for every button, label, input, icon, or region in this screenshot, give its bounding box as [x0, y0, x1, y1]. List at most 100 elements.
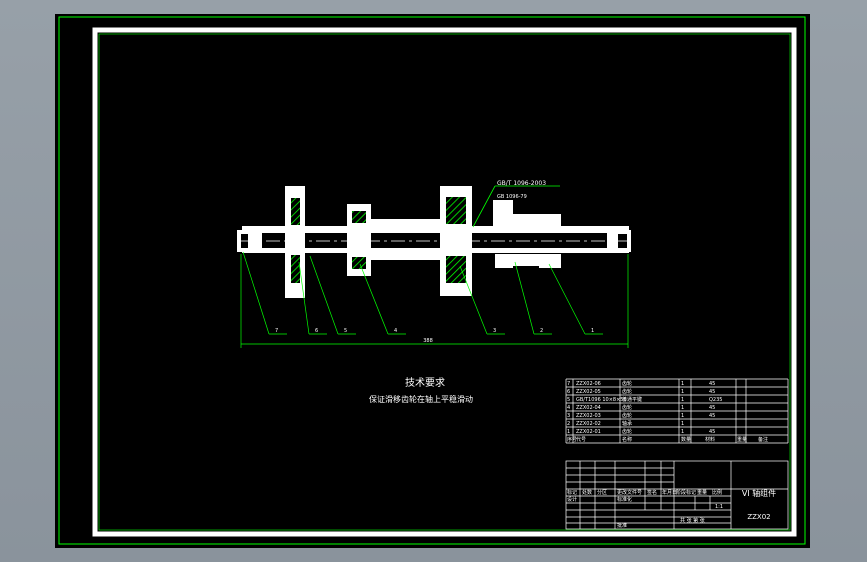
table-header-code: 代号	[576, 436, 586, 443]
table-cell-qty: 1	[681, 389, 684, 395]
table-cell-name: 齿轮	[622, 428, 632, 435]
table-cell-code: GB/T1096 10×8×56	[576, 397, 627, 403]
outer-border	[58, 16, 806, 545]
key-leader	[472, 185, 496, 228]
table-header-qty: 数量	[681, 436, 691, 443]
collar-right	[539, 214, 561, 226]
callout-label: 1	[591, 328, 594, 334]
table-cell-material: 45	[709, 381, 715, 387]
callout-label: 3	[493, 328, 496, 334]
tb-scale: 比例	[712, 489, 722, 496]
tb-sign: 签名	[647, 489, 657, 496]
table-cell-code: ZZX02-04	[576, 405, 601, 411]
table-cell-qty: 1	[681, 405, 684, 411]
table-cell-name: 齿轮	[622, 404, 632, 411]
callout-leader	[309, 255, 339, 335]
callout-label: 5	[344, 328, 347, 334]
table-cell-no: 1	[567, 429, 570, 435]
table-cell-material: 45	[709, 413, 715, 419]
tb-scale-value: 1:1	[715, 504, 723, 510]
collar-right-low	[539, 254, 561, 268]
gear-large-hatch-top	[446, 197, 466, 224]
inner-frame-line	[98, 33, 791, 531]
callout-label: 4	[394, 328, 397, 334]
table-cell-no: 6	[567, 389, 570, 395]
drawing-canvas: GB/T 1096-2003 GB 1096-79 7 6 5 4 3 2 1 388 技术…	[55, 14, 810, 548]
table-cell-no: 2	[567, 421, 570, 427]
tech-title: 技术要求	[405, 376, 445, 389]
table-cell-no: 3	[567, 413, 570, 419]
gear-large-hatch-bot	[446, 256, 466, 283]
table-cell-qty: 1	[681, 381, 684, 387]
tb-count: 处数	[582, 489, 592, 496]
table-cell-material: 45	[709, 405, 715, 411]
table-cell-name: 齿轮	[622, 388, 632, 395]
table-cell-qty: 1	[681, 421, 684, 427]
gear-left-hatch-bot	[291, 255, 300, 283]
table-cell-qty: 1	[681, 429, 684, 435]
bearing-inner-low	[513, 254, 539, 266]
callout-label: 7	[275, 328, 278, 334]
tb-sheets: 共 张 第 张	[680, 517, 705, 524]
dimension-label: 388	[423, 338, 433, 344]
table-cell-code: ZZX02-03	[576, 413, 601, 419]
table-cell-no: 7	[567, 381, 570, 387]
callout-leader	[548, 263, 586, 335]
tb-zone: 分区	[597, 489, 607, 496]
parts-table: 7 ZZX02-06 齿轮 1 45 6 ZZX02-05 齿轮 1 45 5 GB/T1096 10…	[565, 378, 789, 444]
table-cell-name: 普通平键	[622, 396, 642, 403]
table-cell-qty: 1	[681, 413, 684, 419]
table-cell-code: ZZX02-05	[576, 389, 601, 395]
top-annotation-2: GB 1096-79	[497, 194, 527, 200]
shaft-step-1	[371, 219, 443, 227]
table-header-name: 名称	[622, 436, 632, 443]
gear-small-hatch-bot	[352, 257, 366, 269]
table-cell-material: Q235	[709, 397, 722, 403]
gear-small-hatch-top	[352, 211, 366, 223]
table-header-remark: 备注	[758, 436, 768, 443]
table-cell-name: 齿轮	[622, 412, 632, 419]
top-annotation: GB/T 1096-2003	[497, 180, 546, 187]
tb-change: 更改文件号	[617, 489, 642, 496]
shaft-step-2	[371, 252, 443, 260]
table-cell-material: 45	[709, 389, 715, 395]
tb-approve: 批准	[617, 522, 627, 529]
callout-group: 7 6 5 4 3 2 1	[242, 251, 603, 335]
tb-designer: 设计	[567, 496, 577, 503]
table-header-no: 序号	[567, 436, 577, 443]
table-cell-code: ZZX02-06	[576, 381, 601, 387]
table-cell-name: 轴承	[622, 420, 632, 427]
callout-label: 2	[540, 328, 543, 334]
shaft-core	[262, 233, 607, 248]
cad-drawing: GB/T 1096-2003 GB 1096-79 7 6 5 4 3 2 1 388 技术…	[58, 16, 806, 545]
callout-leader	[459, 265, 488, 335]
table-cell-code: ZZX02-02	[576, 421, 601, 427]
tb-mark: 标记	[567, 489, 577, 496]
drawing-name: VI 轴组件	[742, 488, 776, 498]
table-cell-no: 4	[567, 405, 570, 411]
bearing-inner	[513, 214, 539, 226]
table-cell-material: 45	[709, 429, 715, 435]
table-cell-code: ZZX02-01	[576, 429, 601, 435]
tb-standard: 标准化	[617, 496, 632, 503]
tb-stage: 阶段标记	[676, 489, 696, 496]
title-block	[565, 460, 789, 530]
drawing-number: ZZX02	[747, 513, 770, 521]
tech-line1: 保证滑移齿轮在轴上平稳滑动	[369, 394, 473, 404]
title-block-text: 标记 处数 分区 更改文件号 签名 年月日 设计 标准化 阶段标记 重量 比例 …	[567, 488, 776, 529]
callout-leader	[359, 263, 389, 335]
bearing-block	[493, 200, 513, 226]
callout-label: 6	[315, 328, 318, 334]
callout-leader	[298, 261, 310, 335]
bearing-block-low	[495, 254, 513, 268]
callout-leader	[514, 261, 535, 335]
table-header-mass: 重量	[737, 436, 747, 443]
tb-date: 年月日	[662, 489, 677, 496]
table-cell-qty: 1	[681, 397, 684, 403]
tb-weight: 重量	[697, 489, 707, 496]
table-header-material: 材料	[705, 436, 715, 443]
table-cell-no: 5	[567, 397, 570, 403]
gear-left-hatch-top	[291, 198, 300, 225]
shaft-assembly	[237, 186, 631, 298]
callout-leader	[242, 251, 270, 335]
